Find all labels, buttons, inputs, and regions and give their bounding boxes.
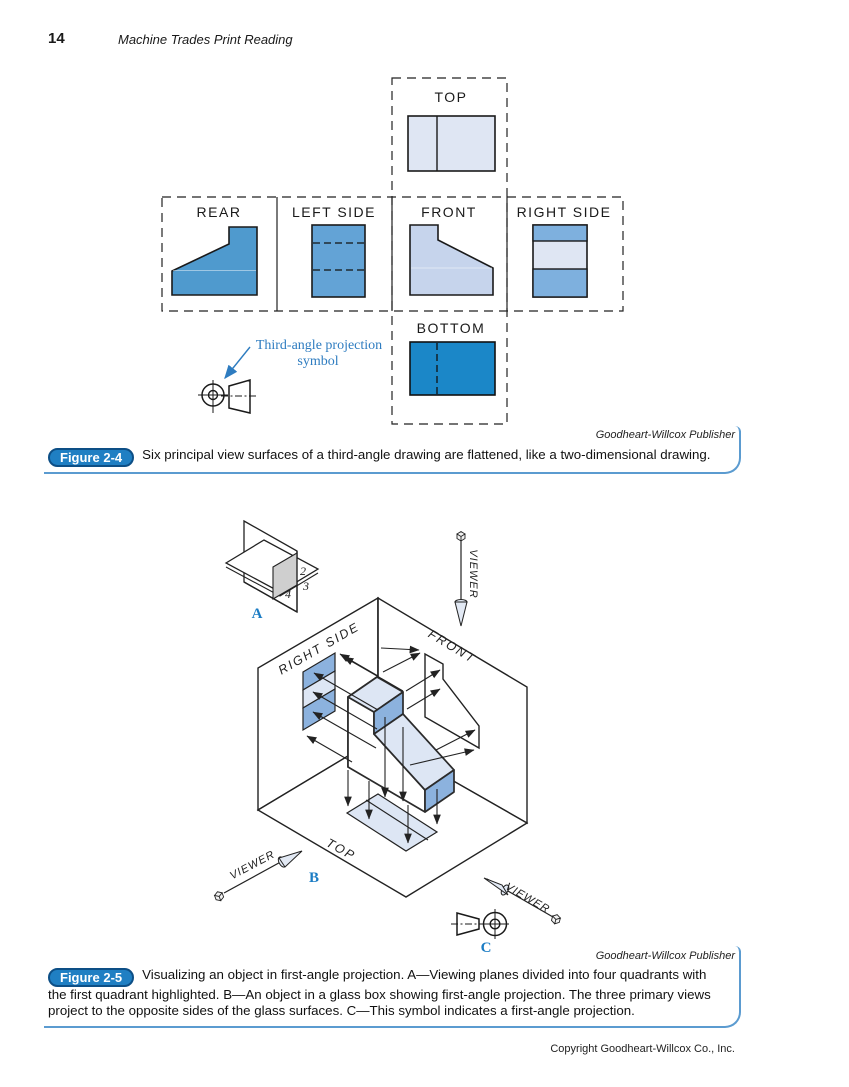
third-angle-annotation-line2: symbol [297, 354, 338, 369]
viewer-top-label: VIEWER [467, 549, 479, 598]
quadrant-2-label: 2 [300, 564, 306, 578]
projection-arrows-down [344, 717, 441, 844]
viewer-arrow-bottom-right: VIEWER [483, 877, 562, 925]
third-angle-annotation-line1: Third-angle projection [256, 338, 382, 353]
figure-2-5-drawing: 2 3 4 A VIEWER RIGHT SIDE FRONT [213, 519, 562, 956]
viewer-arrow-top: VIEWER [454, 530, 479, 627]
viewer-bottom-right-label: VIEWER [503, 881, 552, 916]
rear-view-shape [171, 226, 258, 296]
figure-2-5-caption-line3: project to the opposite sides of the gla… [48, 1003, 635, 1018]
bottom-view-shape [409, 341, 496, 396]
projection-arrows-right [380, 645, 476, 766]
front-view-shape [409, 224, 494, 296]
figure-2-5-caption-line2: the first quadrant highlighted. B—An obj… [48, 987, 711, 1002]
left-side-view-label: LEFT SIDE [292, 204, 376, 220]
copyright-line: Copyright Goodheart-Willcox Co., Inc. [550, 1043, 735, 1055]
figure-2-5-caption-line1: Figure 2-5 Visualizing an object in first… [48, 967, 740, 987]
annotation-arrow [224, 346, 251, 380]
left-side-view-shape [311, 224, 366, 298]
bottom-view-label: BOTTOM [417, 320, 486, 336]
figure-2-4-label-pill: Figure 2-4 [48, 448, 135, 467]
right-side-view-label: RIGHT SIDE [517, 204, 612, 220]
figure-2-4-credit: Goodheart-Willcox Publisher [595, 429, 735, 441]
figure-2-4-drawing: TOP REAR LEFT SIDE FRONT RIGHT SIDE BOTT… [161, 77, 624, 425]
quadrant-4-label: 4 [285, 587, 291, 601]
running-title: Machine Trades Print Reading [118, 32, 293, 47]
figure-2-5-label-pill: Figure 2-5 [48, 968, 135, 987]
part-a-label: A [252, 606, 263, 622]
figure-2-4-caption-box [44, 426, 741, 474]
part-b-label: B [309, 870, 319, 886]
viewer-arrow-bottom-left: VIEWER [213, 848, 303, 902]
figure-2-5-credit: Goodheart-Willcox Publisher [595, 950, 735, 962]
figure-2-5-caption: Figure 2-5 Visualizing an object in first… [48, 967, 740, 1019]
projection-arrows-left [306, 653, 404, 763]
top-view-shape [407, 115, 496, 172]
quadrant-planes-diagram: 2 3 4 A [224, 519, 320, 622]
figure-2-5-caption-box [44, 946, 741, 1028]
first-angle-projection-symbol-icon [451, 909, 509, 939]
part-c-label: C [481, 940, 492, 956]
front-view-label: FRONT [421, 204, 477, 220]
rear-view-label: REAR [197, 204, 242, 220]
figure-2-5-caption-text-line1: Visualizing an object in first-angle pro… [142, 967, 707, 982]
figure-2-4-caption: Figure 2-4 Six principal view surfaces of… [48, 447, 738, 467]
quadrant-3-label: 3 [302, 579, 309, 593]
page-number: 14 [48, 30, 65, 47]
figure-2-4-caption-text: Six principal view surfaces of a third-a… [142, 447, 711, 462]
projected-front-view [424, 652, 480, 750]
third-angle-projection-symbol-icon [198, 379, 256, 414]
top-view-label: TOP [434, 89, 467, 105]
